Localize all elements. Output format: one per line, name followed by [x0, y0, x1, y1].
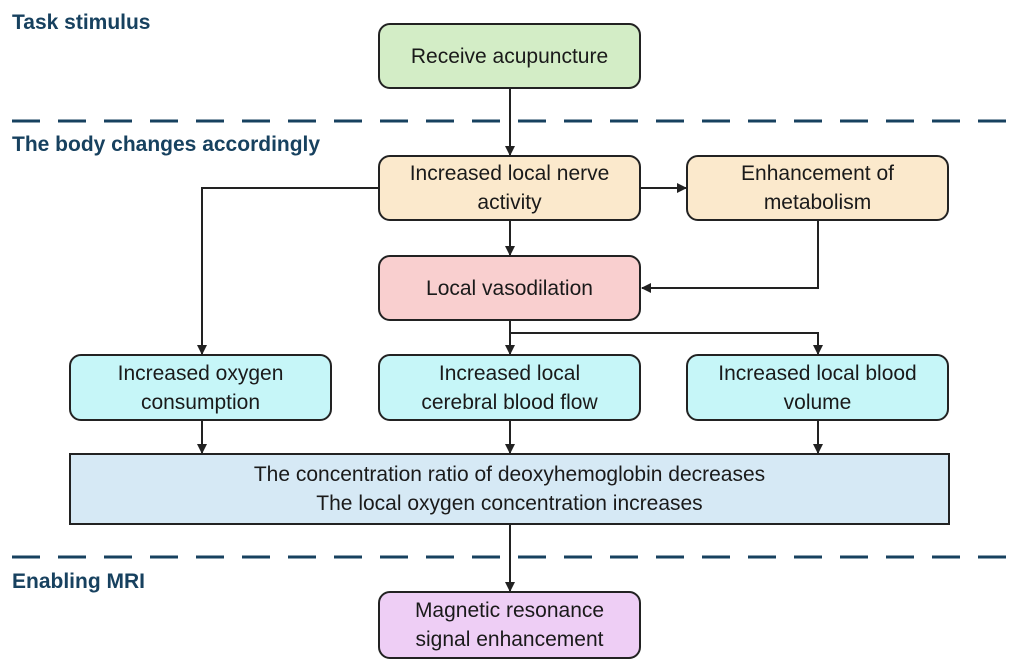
node-magnetic-resonance-signal-enhancement-label: Magnetic resonance signal enhancement	[414, 599, 605, 651]
node-receive-acupuncture-label: Receive acupuncture	[410, 44, 609, 68]
node-local-vasodilation-label: Local vasodilation	[426, 276, 593, 300]
node-increased-oxygen-consumption-label: Increased oxygen consumption	[117, 361, 284, 414]
arrow-nerve-to-oxygen-consumption	[197, 187, 378, 355]
node-oxygen-concentration-changes: The concentration ratio of deoxyhemoglob…	[69, 453, 950, 525]
node-increased-oxygen-consumption: Increased oxygen consumption	[69, 354, 332, 421]
section-label-enabling-mri: Enabling MRI	[12, 570, 145, 593]
node-local-vasodilation: Local vasodilation	[378, 255, 641, 321]
section-label-body-changes: The body changes accordingly	[12, 133, 321, 156]
node-increased-local-blood-volume-label: Increased local blood volume	[718, 361, 917, 414]
node-increased-local-blood-volume: Increased local blood volume	[686, 354, 949, 421]
arrow-vasodilation-to-blood-volume	[510, 332, 823, 355]
node-receive-acupuncture: Receive acupuncture	[378, 23, 641, 89]
node-enhancement-of-metabolism: Enhancement of metabolism	[686, 155, 949, 221]
node-magnetic-resonance-signal-enhancement: Magnetic resonance signal enhancement	[378, 591, 641, 659]
section-label-task-stimulus: Task stimulus	[12, 11, 151, 34]
node-enhancement-of-metabolism-label: Enhancement of metabolism	[741, 162, 894, 214]
node-increased-local-cerebral-blood-flow: Increased local cerebral blood flow	[378, 354, 641, 421]
node-increased-local-nerve-activity-label: Increased local nerve activity	[409, 162, 610, 214]
node-increased-local-cerebral-blood-flow-label: Increased local cerebral blood flow	[421, 361, 598, 414]
node-oxygen-concentration-changes-label: The concentration ratio of deoxyhemoglob…	[253, 463, 766, 515]
arrow-metabolism-to-vasodilation	[641, 221, 819, 293]
node-increased-local-nerve-activity: Increased local nerve activity	[378, 155, 641, 221]
